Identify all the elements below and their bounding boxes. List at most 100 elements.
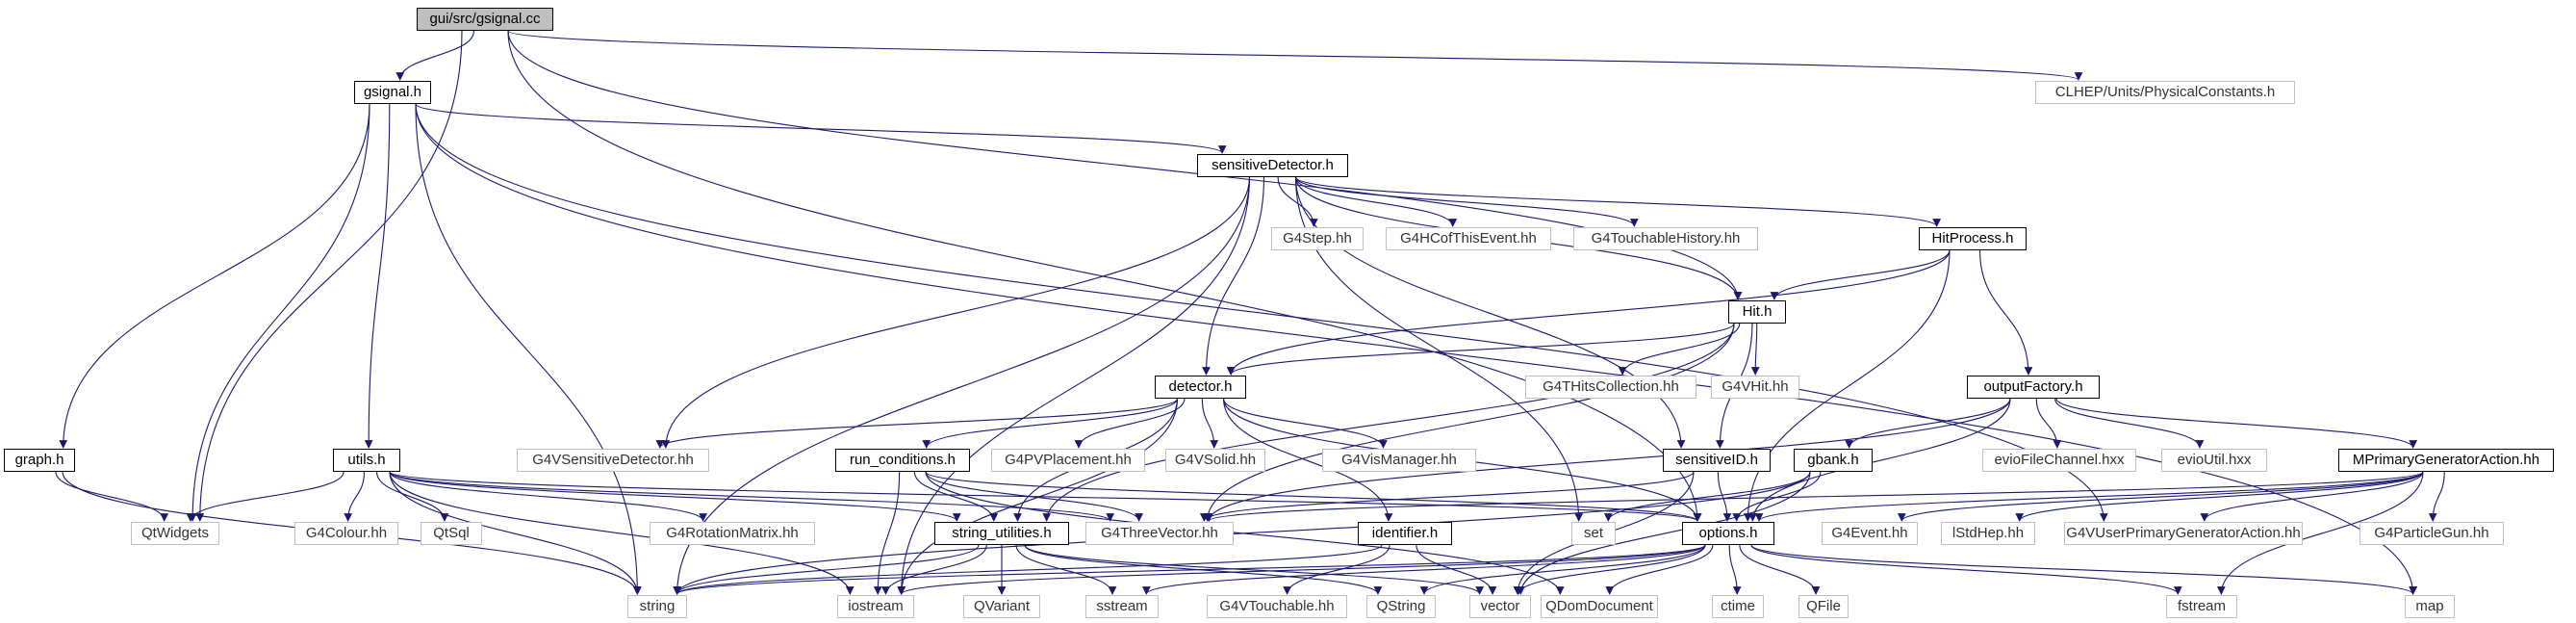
- node-g4event-hh: G4Event.hh: [1822, 522, 1918, 545]
- edge-gsignal-h-to-string: [415, 103, 642, 595]
- edge-options-h-to-vector: [1514, 544, 1706, 595]
- edge-utils-h-to-string: [389, 471, 642, 595]
- edge-mprimarygeneratoraction-hh-to-g4event-hh: [1898, 471, 2424, 522]
- edge-graph-h-to-qtwidgets: [55, 471, 169, 522]
- node-mprimarygeneratoraction-hh[interactable]: MPrimaryGeneratorAction.hh: [2338, 449, 2554, 472]
- node-g4rotationmatrix-hh: G4RotationMatrix.hh: [650, 522, 815, 545]
- edge-gsignal-h-to-map: [415, 103, 2418, 595]
- edge-hitprocess-h-to-outputfactory-h: [1979, 249, 2033, 376]
- edge-gbank-h-to-set: [1603, 471, 1811, 522]
- node-string-utilities-h[interactable]: string_utilities.h: [934, 522, 1069, 545]
- edge-string-utilities-h-to-vector: [1024, 544, 1484, 595]
- edge-options-h-to-string: [673, 544, 1706, 595]
- edge-options-h-to-fstream: [1750, 544, 2182, 595]
- edge-mprimarygeneratoraction-hh-to-fstream: [2216, 471, 2424, 595]
- node-string: string: [627, 595, 687, 618]
- node-ctime: ctime: [1712, 595, 1764, 618]
- edge-detector-h-to-run-conditions-h: [922, 398, 1179, 449]
- edge-gsignal-cc-to-gsignal-h: [395, 30, 475, 81]
- node-vector: vector: [1469, 595, 1531, 618]
- edge-mprimarygeneratoraction-hh-to-g4vuserprimarygeneratoraction-hh: [2200, 471, 2424, 522]
- node-sstream: sstream: [1085, 595, 1159, 618]
- edge-sensitivedetector-h-to-string: [673, 176, 1251, 595]
- edge-hit-h-to-g4threevector-hh: [1203, 323, 1735, 522]
- edge-utils-h-to-string-utilities-h: [389, 471, 961, 522]
- edge-gsignal-h-to-sensitivedetector-h: [415, 103, 1227, 154]
- edge-sensitiveid-h-to-options-h: [1717, 471, 1732, 522]
- node-g4vuserprimarygeneratoraction-hh: G4VUserPrimaryGeneratorAction.hh: [2064, 522, 2303, 545]
- node-detector-h[interactable]: detector.h: [1155, 376, 1246, 399]
- node-gbank-h[interactable]: gbank.h: [1794, 449, 1873, 472]
- edge-utils-h-to-options-h: [389, 471, 1701, 522]
- edge-detector-h-to-g4vsensitivedetector-hh: [655, 398, 1179, 449]
- edge-string-utilities-h-to-string: [673, 544, 980, 595]
- edge-gsignal-h-to-g4vuserprimarygeneratoraction-hh: [415, 103, 2108, 522]
- edge-outputfactory-h-to-evioutil-hxx: [2054, 398, 2205, 449]
- edge-sensitivedetector-h-to-sensitiveid-h: [1294, 176, 1686, 449]
- node-g4vhit-hh: G4VHit.hh: [1711, 376, 1799, 399]
- node-gsignal-h[interactable]: gsignal.h: [354, 81, 431, 104]
- edge-utils-h-to-g4threevector-hh: [389, 471, 1114, 522]
- node-fstream: fstream: [2166, 595, 2237, 618]
- edge-detector-h-to-g4vsolid-hh: [1201, 398, 1219, 449]
- edge-outputfactory-h-to-options-h: [1747, 398, 2011, 522]
- node-qfile: QFile: [1798, 595, 1849, 618]
- edge-options-h-to-qfile: [1739, 544, 1821, 595]
- node-g4vismanager-hh: G4VisManager.hh: [1322, 449, 1476, 472]
- node-eviofilechannel-hxx: evioFileChannel.hxx: [1982, 449, 2136, 472]
- edge-hit-h-to-string-utilities-h: [1042, 323, 1735, 522]
- edge-gbank-h-to-string: [673, 471, 1811, 595]
- node-g4particlegun-hh: G4ParticleGun.hh: [2359, 522, 2504, 545]
- edge-run-conditions-h-to-string-utilities-h: [913, 471, 999, 522]
- node-qstring: QString: [1366, 595, 1436, 618]
- node-qdomdocument: QDomDocument: [1541, 595, 1658, 618]
- node-evioutil-hxx: evioUtil.hxx: [2161, 449, 2267, 472]
- node-g4step-hh: G4Step.hh: [1271, 227, 1364, 250]
- edge-gbank-h-to-options-h: [1732, 471, 1822, 522]
- node-outputfactory-h[interactable]: outputFactory.h: [1967, 376, 2100, 399]
- edge-hitprocess-h-to-hit-h: [1770, 249, 1951, 300]
- edge-gsignal-cc-to-hit-h: [507, 30, 1743, 300]
- edge-hitprocess-h-to-detector-h: [1226, 249, 1951, 376]
- node-sensitivedetector-h[interactable]: sensitiveDetector.h: [1197, 154, 1348, 177]
- node-run-conditions-h[interactable]: run_conditions.h: [835, 449, 970, 472]
- node-utils-h[interactable]: utils.h: [333, 449, 400, 472]
- edge-run-conditions-h-to-g4threevector-hh: [925, 471, 1143, 522]
- node-hit-h[interactable]: Hit.h: [1728, 300, 1786, 324]
- node-map: map: [2405, 595, 2455, 618]
- edge-identifier-h-to-string: [673, 544, 1383, 595]
- node-g4threevector-hh: G4ThreeVector.hh: [1085, 522, 1234, 545]
- node-g4touchablehistory-hh: G4TouchableHistory.hh: [1573, 227, 1758, 250]
- node-identifier-h[interactable]: identifier.h: [1358, 522, 1452, 545]
- node-graph-h[interactable]: graph.h: [4, 449, 75, 472]
- edge-gsignal-h-to-graph-h: [59, 103, 370, 449]
- node-g4pvplacement-hh: G4PVPlacement.hh: [991, 449, 1145, 472]
- edge-options-h-to-qstring: [1419, 544, 1706, 595]
- edge-hitprocess-h-to-options-h: [1743, 249, 1951, 522]
- node-hitprocess-h[interactable]: HitProcess.h: [1919, 227, 2027, 250]
- node-istdhep-hh: lStdHep.hh: [1941, 522, 2035, 545]
- node-qtwidgets: QtWidgets: [131, 522, 219, 545]
- edge-mprimarygeneratoraction-hh-to-istdhep-hh: [2015, 471, 2424, 522]
- node-g4colour-hh: G4Colour.hh: [294, 522, 398, 545]
- edge-hit-h-to-detector-h: [1226, 323, 1735, 376]
- edge-options-h-to-sstream: [1142, 544, 1706, 595]
- edge-outputfactory-h-to-gbank-h: [1845, 398, 2011, 449]
- edge-gsignal-cc-to-qtwidgets: [195, 30, 463, 522]
- edge-mprimarygeneratoraction-hh-to-options-h: [1754, 471, 2424, 522]
- edge-sensitivedetector-h-to-g4step-hh: [1277, 176, 1318, 227]
- edge-hit-h-to-g4vhit-hh: [1750, 323, 1760, 376]
- edge-outputfactory-h-to-g4threevector-hh: [1205, 398, 2011, 522]
- edge-gsignal-cc-to-clhep-physicalconstants-h: [507, 30, 2082, 81]
- node-sensitiveid-h[interactable]: sensitiveID.h: [1663, 449, 1771, 472]
- edge-sensitivedetector-h-to-detector-h: [1202, 176, 1265, 376]
- node-clhep-physicalconstants-h: CLHEP/Units/PhysicalConstants.h: [2035, 81, 2295, 104]
- edge-sensitiveid-h-to-g4threevector-hh: [1200, 471, 1695, 522]
- edge-sensitivedetector-h-to-g4vsensitivedetector-hh: [661, 176, 1251, 449]
- node-options-h[interactable]: options.h: [1682, 522, 1774, 545]
- edge-sensitivedetector-h-to-hitprocess-h: [1294, 176, 1941, 227]
- edge-identifier-h-to-g4vtouchable-hh: [1283, 544, 1390, 595]
- edge-mprimarygeneratoraction-hh-to-g4particlegun-hh: [2428, 471, 2445, 522]
- edge-options-h-to-qdomdocument: [1605, 544, 1714, 595]
